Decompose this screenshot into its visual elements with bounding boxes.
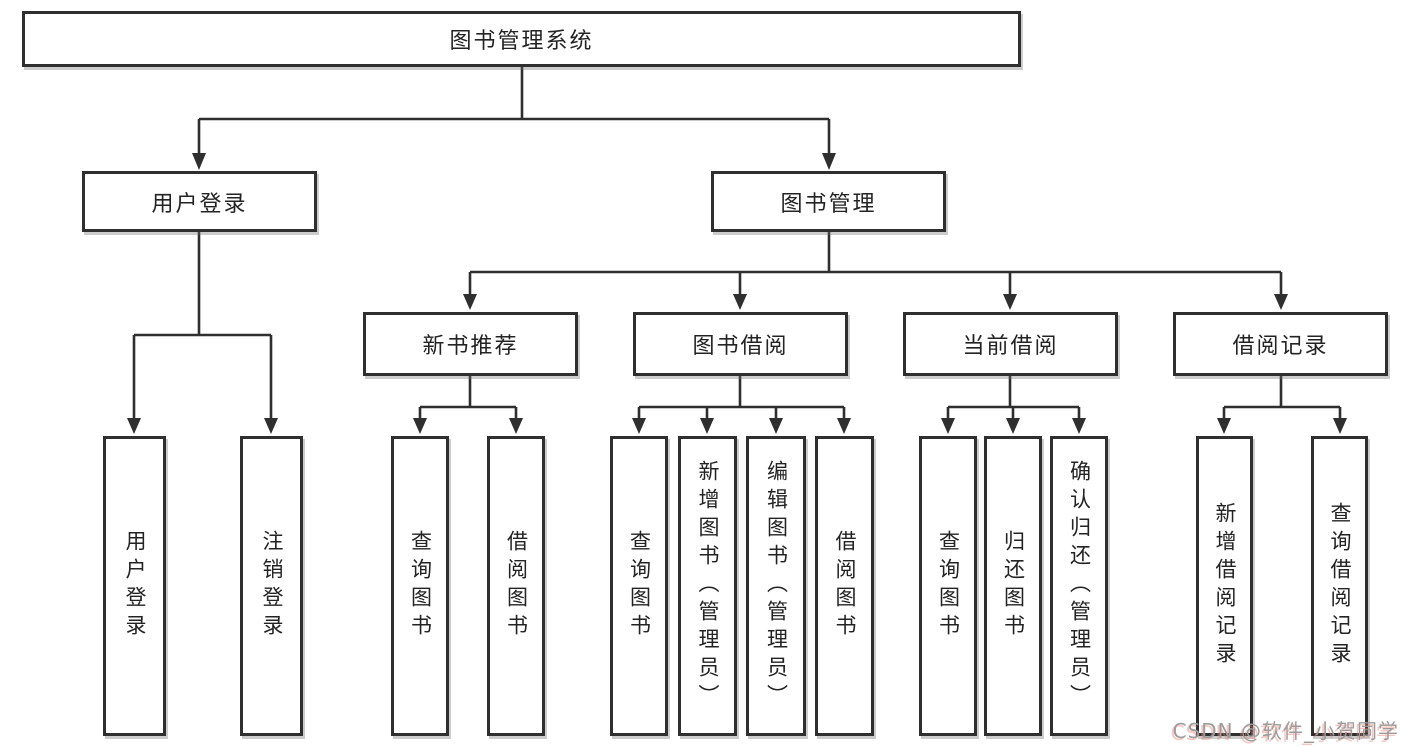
node-book-borrow: 图书借阅 [633,312,848,376]
csdn-watermark: CSDN @软件_小贺同学 [1172,719,1399,743]
leaf-recommend-query-books: 查询图书 [391,436,449,736]
arrowhead [941,418,955,434]
connector-lines [132,67,1342,422]
node-current-borrow: 当前借阅 [903,312,1118,376]
arrowhead [413,418,427,434]
leaf-confirm-return-admin: 确认归还（管理员） [1050,436,1108,736]
leaf-borrow-query-books: 查询图书 [610,436,668,736]
leaf-borrow-books-label: 借阅图书 [833,530,857,642]
leaf-confirm-return-admin-label: 确认归还（管理员） [1067,460,1092,712]
leaf-return-book-label: 归还图书 [1001,530,1026,642]
leaf-add-borrow-record-label: 新增借阅记录 [1213,502,1237,670]
arrowhead [1274,294,1288,310]
arrowhead [463,294,477,310]
leaf-logout: 注销登录 [240,436,303,736]
arrowhead [632,418,646,434]
leaf-add-borrow-record: 新增借阅记录 [1196,436,1253,736]
arrowhead [769,418,783,434]
arrowhead [127,418,141,434]
arrowhead [192,153,206,170]
arrowhead [733,294,747,310]
leaf-logout-label: 注销登录 [260,530,284,642]
arrowhead [1217,418,1231,434]
edge-root-to-level2 [197,67,831,158]
leaf-recommend-borrow-books: 借阅图书 [487,436,545,736]
arrowheads [127,153,1347,434]
edge-new-book-recommend-split [418,376,518,422]
edge-borrow-records-split [1222,376,1342,422]
leaf-user-login-label: 用户登录 [123,530,147,642]
node-book-management: 图书管理 [711,171,946,232]
edge-user-login-to-leaves [132,232,273,421]
leaf-recommend-borrow-books-label: 借阅图书 [504,530,529,642]
leaf-edit-book-admin-label: 编辑图书（管理员） [764,460,789,712]
edge-book-mgmt-to-level3 [468,232,1283,298]
leaf-borrow-books: 借阅图书 [815,436,874,736]
arrowhead [509,418,523,434]
node-new-book-recommend: 新书推荐 [363,312,578,376]
leaf-user-login: 用户登录 [103,436,166,736]
arrowhead [1003,294,1017,310]
node-root-system: 图书管理系统 [22,11,1021,67]
leaf-query-borrow-record: 查询借阅记录 [1311,436,1368,736]
leaf-add-book-admin-label: 新增图书（管理员） [696,460,720,712]
leaf-recommend-query-books-label: 查询图书 [408,530,433,642]
arrowhead [1006,418,1020,434]
arrowhead [1333,418,1347,434]
arrowhead [837,418,851,434]
leaf-current-query-books-label: 查询图书 [936,530,961,642]
arrowhead [822,153,836,170]
node-user-login: 用户登录 [82,171,317,232]
arrowhead [1072,418,1086,434]
node-borrow-records: 借阅记录 [1173,312,1388,376]
leaf-borrow-query-books-label: 查询图书 [627,530,652,642]
leaf-current-query-books: 查询图书 [919,436,977,736]
arrowhead [264,418,278,434]
leaf-query-borrow-record-label: 查询借阅记录 [1328,502,1352,670]
edge-current-borrow-split [946,376,1081,422]
edge-book-borrow-split [637,376,846,422]
arrowhead [700,418,714,434]
leaf-add-book-admin: 新增图书（管理员） [678,436,737,736]
leaf-edit-book-admin: 编辑图书（管理员） [746,436,806,736]
leaf-return-book: 归还图书 [984,436,1042,736]
